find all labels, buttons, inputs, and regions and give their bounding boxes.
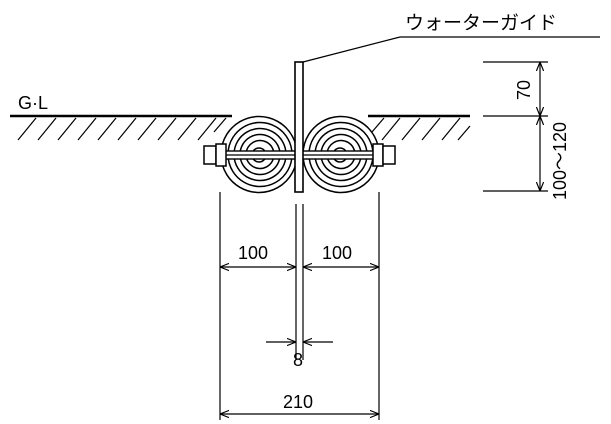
vertical-dimension-lines [483,61,548,192]
extension-lines [219,192,380,420]
right-nut [372,143,384,167]
total-width-label: 210 [283,392,313,412]
left-bolt-head [203,145,217,165]
left-width-label: 100 [238,243,268,263]
product-label: ウォーターガイド [405,12,557,34]
guide-thickness-label: 8 [293,350,303,370]
right-bolt-head [382,145,396,165]
burial-depth-label: 100〜120 [550,122,570,200]
ground-level-label: G·L [18,93,48,113]
above-ground-height-label: 70 [514,80,534,100]
product-leader-line [302,36,401,63]
water-guide-plate [294,61,304,193]
dimension-arrows [220,267,379,414]
left-nut [215,143,227,167]
right-width-label: 100 [322,243,352,263]
soil-hatching [17,117,471,141]
